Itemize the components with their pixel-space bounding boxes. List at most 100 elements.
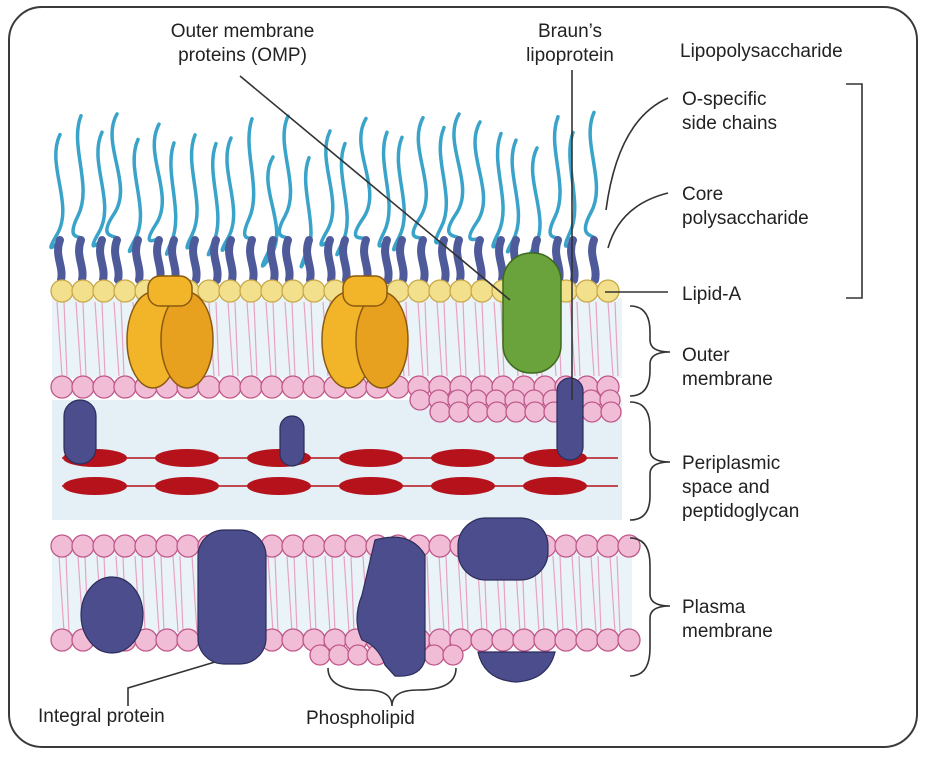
peptidoglycan-unit bbox=[339, 477, 403, 495]
lipid-tail bbox=[481, 301, 486, 377]
o-specific-side-chain bbox=[505, 138, 521, 254]
core-polysaccharide bbox=[303, 236, 315, 284]
lipid-a-head bbox=[260, 279, 284, 303]
lipid-tail bbox=[331, 555, 336, 633]
peripheral-protein bbox=[477, 651, 556, 683]
lipid-tail bbox=[120, 301, 125, 377]
phospholipid-head bbox=[50, 534, 74, 558]
o-specific-side-chain bbox=[91, 130, 107, 248]
o-specific-side-chain bbox=[447, 112, 465, 244]
lipid-tail bbox=[303, 301, 310, 377]
lipid-tail bbox=[588, 301, 595, 377]
phospholipid-head bbox=[281, 375, 305, 399]
lipid-a-head bbox=[218, 279, 242, 303]
omp-protein bbox=[147, 275, 193, 307]
lipid-tail bbox=[305, 555, 312, 633]
lipid-tail bbox=[94, 301, 101, 377]
o-specific-side-chain bbox=[353, 116, 372, 244]
lipid-tail bbox=[82, 301, 87, 377]
lipid-tail bbox=[310, 301, 315, 377]
phospholipid-head bbox=[176, 628, 200, 652]
lipid-a-head bbox=[50, 279, 74, 303]
lipid-tail bbox=[141, 555, 146, 633]
braun-lipoprotein-anchor bbox=[556, 377, 584, 461]
lipid-a-head bbox=[407, 279, 431, 303]
o-specific-side-chain bbox=[563, 130, 577, 248]
lipid-a-head bbox=[281, 279, 305, 303]
phospholipid-head bbox=[344, 534, 368, 558]
lipid-tail bbox=[462, 301, 467, 377]
o-specific-side-chain bbox=[127, 137, 143, 254]
peptidoglycan-unit bbox=[523, 477, 587, 495]
phospholipid-head bbox=[92, 534, 116, 558]
lipid-tail bbox=[101, 301, 106, 377]
phospholipid-head bbox=[134, 534, 158, 558]
lipid-tail bbox=[65, 555, 70, 633]
phospholipid-head bbox=[323, 534, 347, 558]
lipid-a-head bbox=[239, 279, 263, 303]
lipid-tail bbox=[607, 301, 614, 377]
o-specific-side-chain bbox=[242, 117, 256, 244]
lipid-a-head bbox=[113, 279, 137, 303]
core-polysaccharide bbox=[210, 236, 222, 284]
core-polysaccharide-label: Core polysaccharide bbox=[682, 184, 809, 229]
peptidoglycan-unit bbox=[63, 477, 127, 495]
lipid-tail bbox=[215, 301, 220, 377]
peptidoglycan-unit bbox=[339, 449, 403, 467]
lipid-tail bbox=[597, 555, 602, 633]
leader-lines bbox=[127, 70, 863, 707]
lipid-tail bbox=[267, 555, 274, 633]
phospholipid-head bbox=[239, 375, 263, 399]
phospholipid-head bbox=[409, 389, 431, 411]
lipid-tail bbox=[350, 555, 355, 633]
phospholipid-head bbox=[71, 534, 95, 558]
phospholipid-head bbox=[442, 644, 464, 666]
lipid-tail bbox=[179, 555, 184, 633]
phospholipid-head bbox=[554, 534, 578, 558]
lipid-tail bbox=[63, 301, 68, 377]
lipid-a-head bbox=[92, 279, 116, 303]
lipopolysaccharide-label: Lipopolysaccharide bbox=[680, 41, 843, 62]
plasma-membrane-label: Plasma membrane bbox=[682, 597, 773, 642]
braun-lipoprotein bbox=[502, 252, 562, 374]
core-polysaccharide bbox=[111, 236, 123, 284]
peptidoglycan-unit bbox=[155, 449, 219, 467]
periplasmic-protein bbox=[63, 399, 97, 465]
omp-protein bbox=[342, 275, 388, 307]
lipid-tail bbox=[153, 555, 160, 633]
phospholipid-head bbox=[533, 628, 557, 652]
core-polysaccharide bbox=[267, 236, 279, 284]
lipid-tail bbox=[291, 301, 296, 377]
lipid-tail bbox=[578, 555, 583, 633]
lipid-tail bbox=[253, 301, 258, 377]
lipid-tail bbox=[455, 301, 462, 377]
o-specific-side-chain bbox=[185, 133, 199, 250]
core-polysaccharide bbox=[417, 236, 429, 284]
phospholipid-head bbox=[155, 534, 179, 558]
lipid-a-head bbox=[302, 279, 326, 303]
lipid-tail bbox=[559, 555, 564, 633]
lipid-tail bbox=[552, 555, 559, 633]
core-polysaccharide bbox=[339, 236, 351, 284]
core-polysaccharide bbox=[453, 236, 465, 284]
lipid-tail bbox=[293, 555, 298, 633]
phospholipid-head bbox=[575, 628, 599, 652]
phospholipid-head bbox=[92, 375, 116, 399]
lipid-tail bbox=[616, 555, 621, 633]
lipid-tail bbox=[457, 555, 464, 633]
o-specific-side-chain bbox=[434, 125, 449, 245]
phospholipid-head bbox=[596, 534, 620, 558]
lipid-tail bbox=[234, 301, 239, 377]
phospholipid-head bbox=[617, 628, 641, 652]
outer-membrane-label: Outer membrane bbox=[682, 345, 773, 390]
peptidoglycan-unit bbox=[431, 449, 495, 467]
o-specific-leader bbox=[605, 97, 669, 211]
lipid-tail bbox=[75, 301, 82, 377]
peptidoglycan-unit bbox=[155, 477, 219, 495]
lipid-tail bbox=[324, 555, 331, 633]
lipid-a-head bbox=[575, 279, 599, 303]
phospholipid-head bbox=[347, 644, 369, 666]
membrane-proteins bbox=[63, 252, 584, 683]
core-polysaccharide bbox=[168, 236, 180, 284]
